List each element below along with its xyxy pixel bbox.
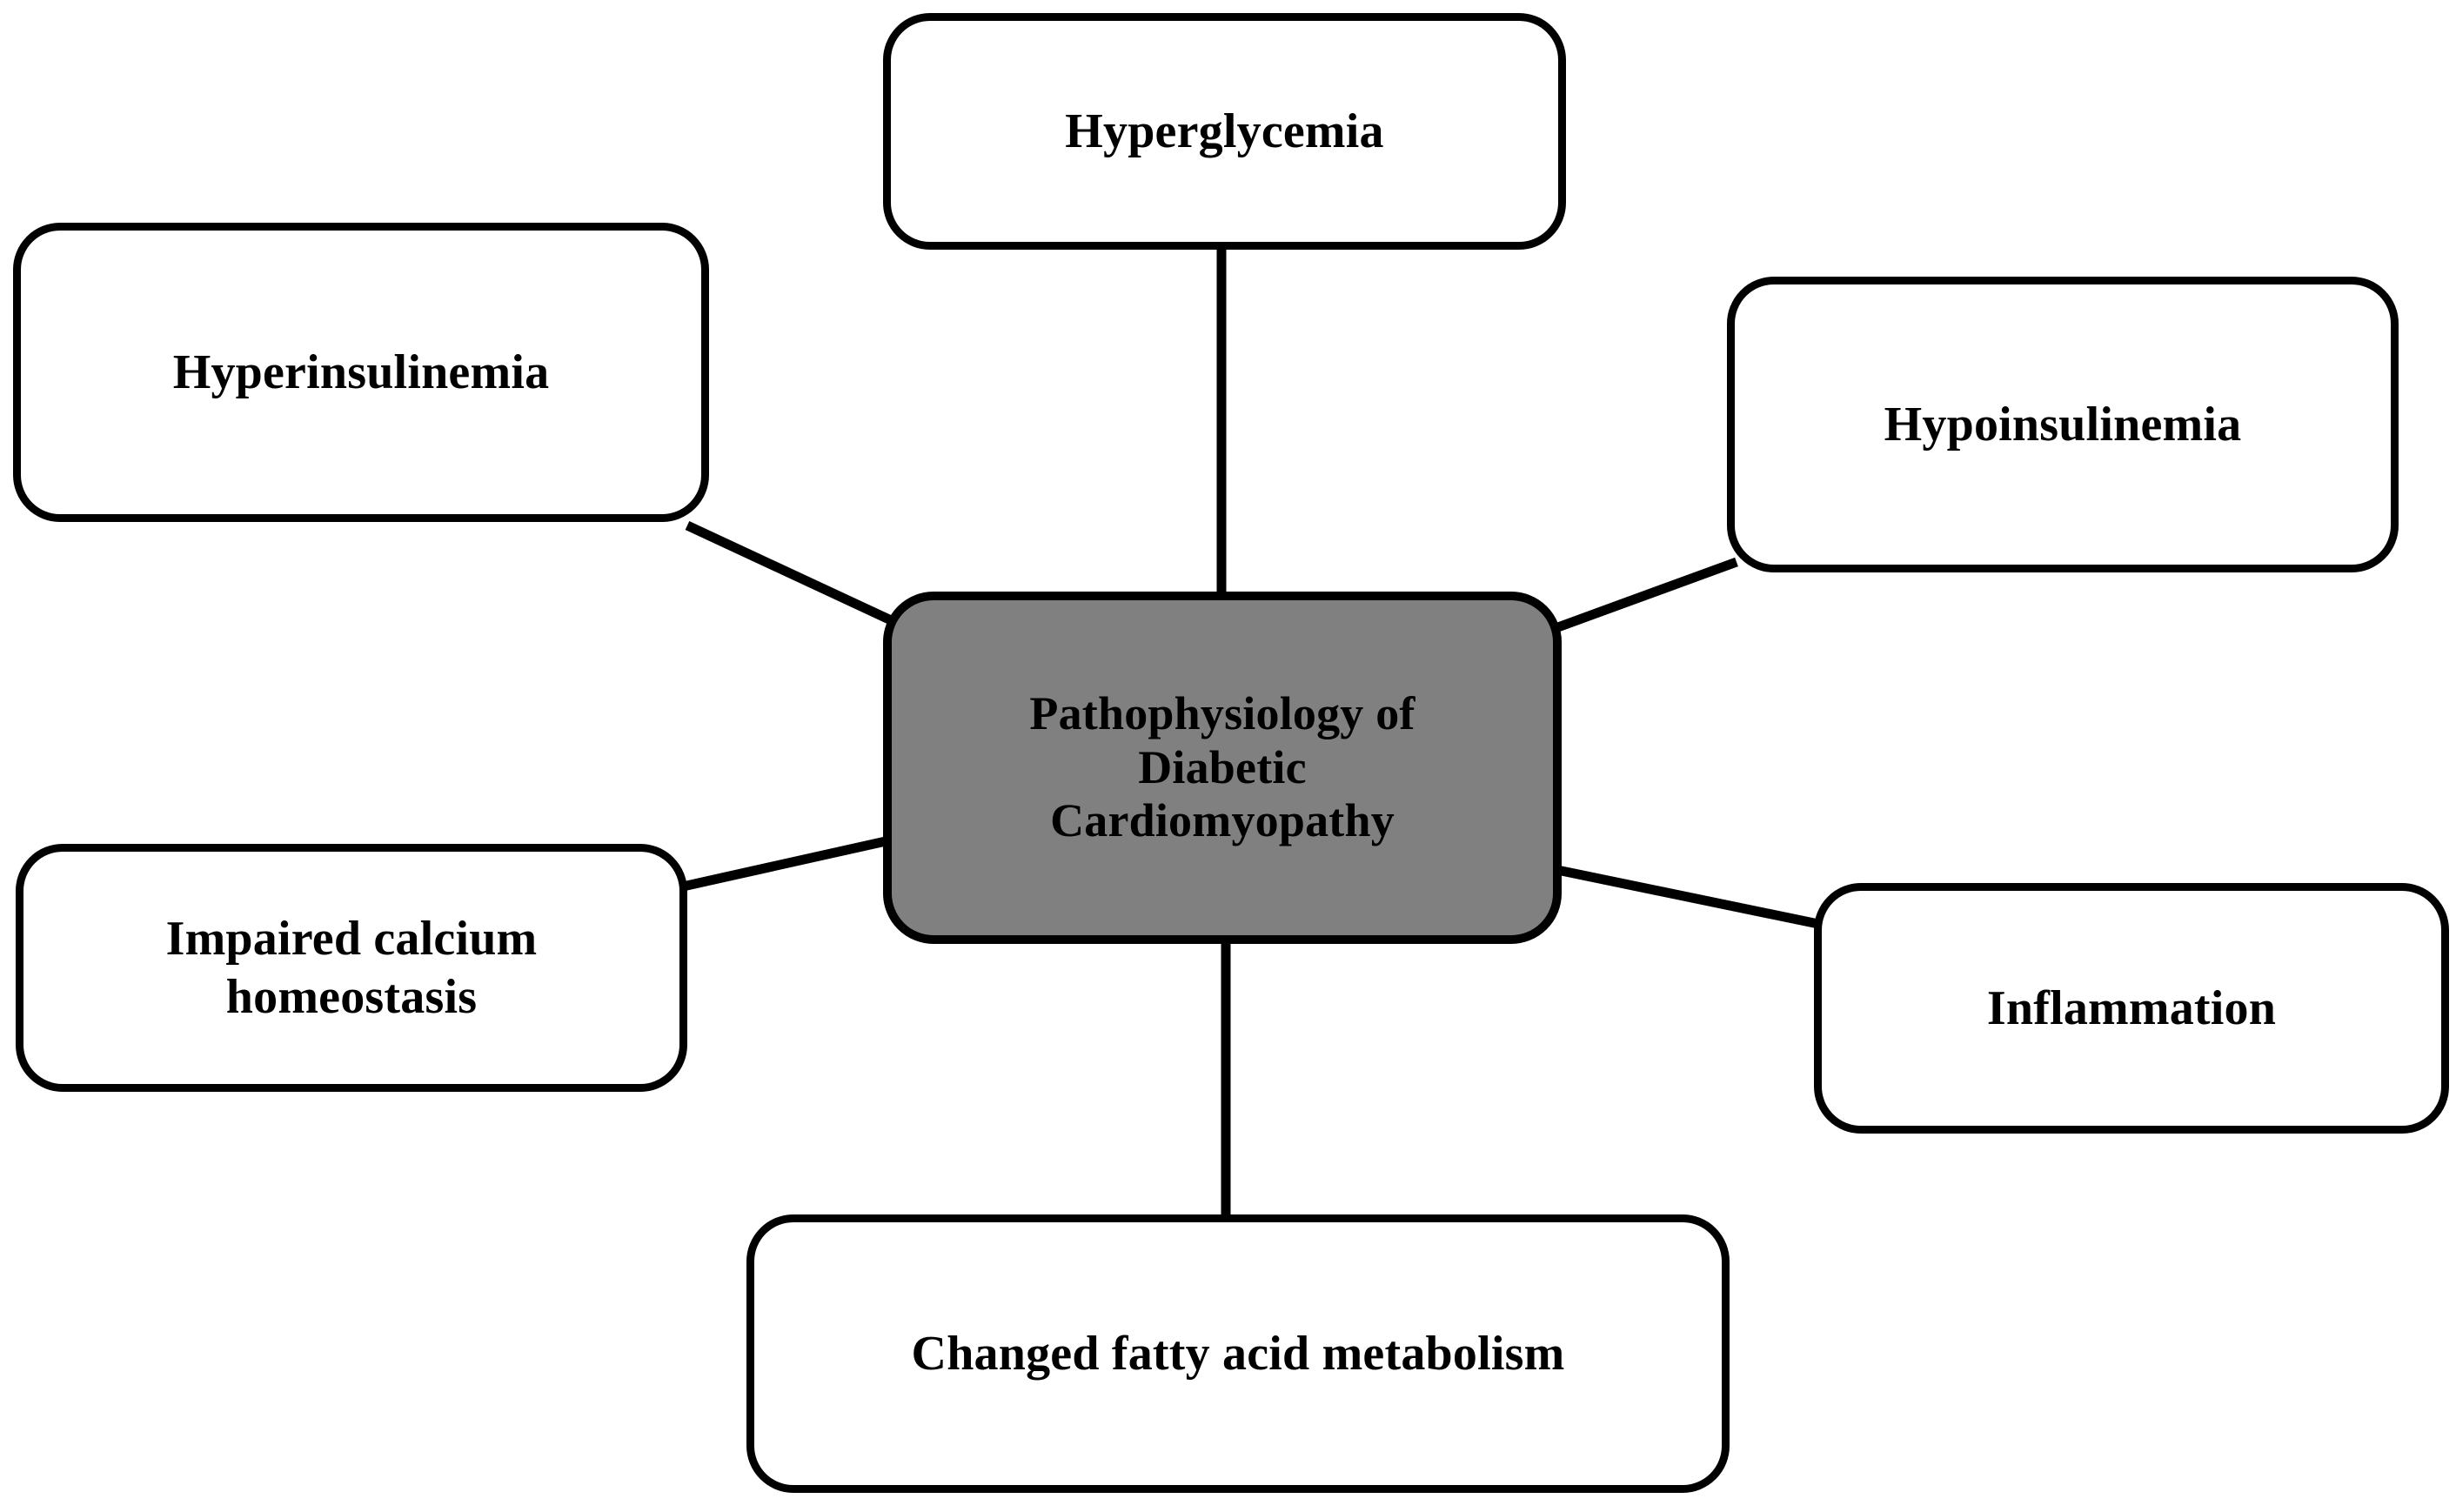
- node-hyperinsulinemia-label: Hyperinsulinemia: [172, 345, 550, 399]
- node-inflammation-label: Inflammation: [1986, 980, 2277, 1035]
- node-center-label: Pathophysiology of Diabetic Cardiomyopat…: [1029, 687, 1415, 847]
- node-hypoinsulinemia[interactable]: Hypoinsulinemia: [1727, 277, 2399, 572]
- node-hyperglycemia[interactable]: Hyperglycemia: [883, 13, 1566, 250]
- edge-center-to-inflammation: [1556, 865, 1820, 929]
- node-changed-fatty-acid-metabolism[interactable]: Changed fatty acid metabolism: [746, 1214, 1730, 1493]
- node-changed-fatty-acid-metabolism-label: Changed fatty acid metabolism: [911, 1326, 1565, 1381]
- node-impaired-calcium-homeostasis[interactable]: Impaired calcium homeostasis: [16, 844, 687, 1092]
- node-hyperglycemia-label: Hyperglycemia: [1065, 104, 1384, 158]
- node-impaired-calcium-homeostasis-label: Impaired calcium homeostasis: [165, 912, 538, 1024]
- node-center-pathophysiology-of-diabetic-cardiomyopathy[interactable]: Pathophysiology of Diabetic Cardiomyopat…: [883, 592, 1562, 944]
- edge-center-to-impaired-calcium-homeostasis: [673, 836, 887, 893]
- node-inflammation[interactable]: Inflammation: [1814, 883, 2449, 1134]
- node-hyperinsulinemia[interactable]: Hyperinsulinemia: [13, 223, 709, 522]
- edge-center-to-hyperinsulinemia: [685, 521, 892, 624]
- node-hypoinsulinemia-label: Hypoinsulinemia: [1884, 397, 2242, 452]
- edge-center-to-hypoinsulinemia: [1554, 557, 1738, 633]
